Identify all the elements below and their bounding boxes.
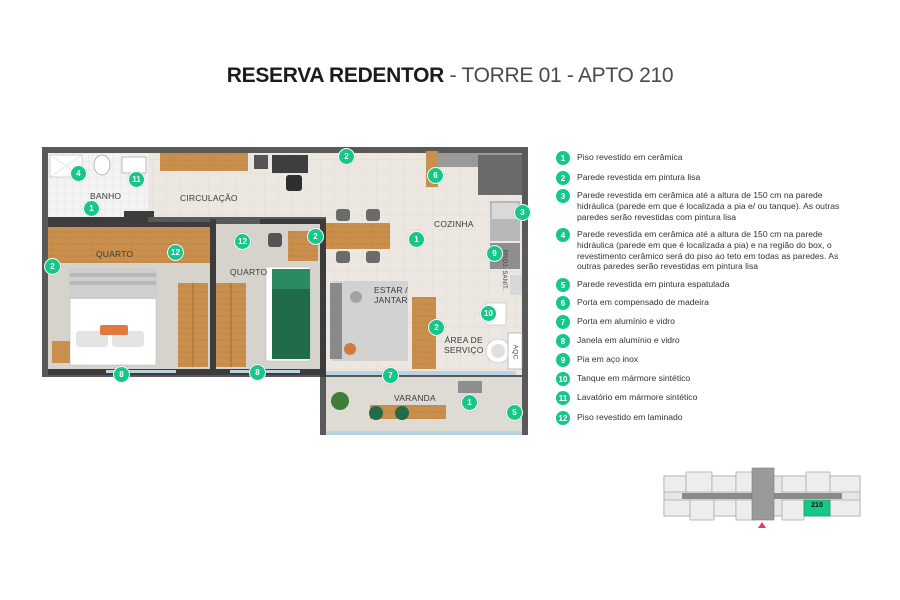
badge-2-top: 2 [338, 148, 355, 165]
room-label-area-servico: ÁREA DE SERVIÇO [444, 335, 484, 355]
badge-3: 3 [514, 204, 531, 221]
legend-number: 3 [556, 189, 570, 203]
balcony-door-glass [326, 371, 516, 375]
refrigerator [478, 155, 522, 195]
desk-chair [286, 175, 302, 191]
legend-number: 11 [556, 391, 570, 405]
legend-number: 1 [556, 151, 570, 165]
badge-12-quarto-1: 12 [167, 244, 184, 261]
room-label-area-line2: SERVIÇO [444, 345, 484, 355]
floor-plan: BANHO CIRCULAÇÃO QUARTO QUARTO COZINHA E… [40, 145, 531, 437]
badge-5: 5 [506, 404, 523, 421]
room-label-cozinha: COZINHA [434, 219, 474, 229]
legend-text: Tanque em mármore sintético [577, 373, 691, 383]
bedroom-1-pillow [100, 325, 128, 335]
room-label-estar-line1: ESTAR / [374, 285, 408, 295]
badge-2-left: 2 [44, 258, 61, 275]
legend-number: 12 [556, 411, 570, 425]
badge-6: 6 [427, 167, 444, 184]
top-cabinet [160, 153, 248, 171]
room-label-quarto-2: QUARTO [230, 267, 268, 277]
badge-11: 11 [128, 171, 145, 188]
legend-number: 7 [556, 315, 570, 329]
window-bedroom-1 [106, 370, 176, 373]
legend-text: Piso revestido em cerâmica [577, 152, 683, 162]
key-plan-unit-highlight [803, 499, 831, 517]
legend-text: Parede revestida em pintura espatulada [577, 279, 730, 289]
legend-number: 2 [556, 171, 570, 185]
badge-10: 10 [480, 305, 497, 322]
living-sofa [330, 283, 342, 359]
dining-table [326, 223, 390, 249]
room-label-circulacao: CIRCULAÇÃO [180, 193, 238, 203]
badge-9: 9 [486, 245, 503, 262]
legend-number: 5 [556, 278, 570, 292]
legend-text: Parede revestida em pintura lisa [577, 172, 701, 182]
legend-text: Pia em aço inox [577, 354, 639, 364]
room-label-area-line1: ÁREA DE [444, 335, 483, 345]
key-plan-drawing [663, 467, 861, 528]
key-plan-unit-label: 210 [811, 502, 823, 509]
room-label-estar-line2: JANTAR [374, 295, 408, 305]
legend-number: 4 [556, 228, 570, 242]
badge-4-banho: 4 [70, 165, 87, 182]
floor-plan-drawing [42, 147, 528, 435]
legend-number: 8 [556, 334, 570, 348]
room-label-varanda: VARANDA [394, 393, 436, 403]
room-label-quarto-1: QUARTO [96, 249, 134, 259]
room-label-estar: ESTAR / JANTAR [374, 285, 408, 305]
toilet [93, 154, 111, 176]
legend-text: Porta em alumínio e vidro [577, 316, 675, 326]
badge-2-area: 2 [428, 319, 445, 336]
key-plan: 210 [662, 466, 862, 532]
balcony-railing [326, 431, 522, 435]
badge-12-quarto-2: 12 [234, 233, 251, 250]
badge-2-quarto-2: 2 [307, 228, 324, 245]
badge-1-varanda: 1 [461, 394, 478, 411]
legend-text: Parede revestida em cerâmica até a altur… [577, 190, 840, 222]
legend-number: 6 [556, 296, 570, 310]
legend-text: Piso revestido em laminado [577, 412, 683, 422]
legend-text: Janela em alumínio e vidro [577, 335, 680, 345]
badge-8-left: 8 [113, 366, 130, 383]
balcony-floor [326, 377, 522, 431]
page-title: RESERVA REDENTOR - TORRE 01 - APTO 210 [0, 64, 900, 88]
desk-monitor [272, 155, 308, 173]
badge-1-cozinha: 1 [408, 231, 425, 248]
legend-text: Lavatório em mármore sintético [577, 392, 698, 402]
title-unit: - TORRE 01 - APTO 210 [444, 64, 674, 87]
legend-text: Parede revestida em cerâmica até a altur… [577, 229, 839, 272]
room-label-aqc: AQC [511, 344, 519, 360]
balcony-plant [331, 392, 349, 410]
legend-number: 10 [556, 372, 570, 386]
badge-8-mid: 8 [249, 364, 266, 381]
key-plan-entrance-marker [758, 522, 766, 528]
room-label-banho: BANHO [90, 191, 122, 201]
badge-7: 7 [382, 367, 399, 384]
bedroom-1-headboard-wall [48, 227, 210, 263]
legend-number: 9 [556, 353, 570, 367]
legend-text: Porta em compensado de madeira [577, 297, 709, 307]
title-project: RESERVA REDENTOR [226, 64, 445, 87]
badge-1-banho: 1 [83, 200, 100, 217]
